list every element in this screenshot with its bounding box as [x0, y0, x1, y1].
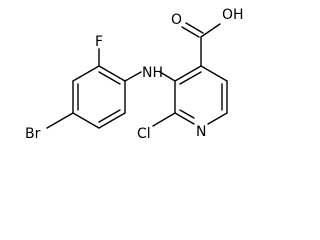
bond-n-c1prime — [124, 71, 142, 82]
bond-c5-c6-inner — [98, 109, 121, 123]
atom-label-f: F — [95, 34, 103, 50]
bond-c5-c6 — [98, 112, 126, 129]
bond-c3-n — [159, 71, 176, 82]
bond-c6-n — [207, 112, 228, 125]
bond-n-c2 — [174, 112, 195, 125]
bond-c1-c2 — [98, 65, 126, 82]
bond-c-o-double-b — [185, 22, 204, 34]
bond-c1-c2-inner — [98, 71, 121, 85]
bond-c2-c3 — [72, 65, 100, 82]
atom-label-nh: NH — [142, 65, 163, 81]
atom-label-oh: OH — [222, 7, 244, 23]
phenyl-ring — [72, 65, 126, 129]
bond-c4-c5 — [200, 65, 228, 82]
pyridine-ring — [174, 65, 228, 125]
bond-c-o-double-a — [181, 26, 200, 38]
atom-label-n: N — [196, 124, 206, 140]
bond-c3-c4-inner — [179, 71, 202, 85]
bond-c-oh — [200, 23, 221, 38]
atom-label-o: O — [171, 12, 182, 28]
bond-n-c2-inner — [179, 109, 195, 119]
atom-label-br: Br — [25, 126, 41, 142]
bond-c4-br — [46, 112, 74, 129]
atom-label-cl: Cl — [137, 126, 151, 142]
structure-diagram: OH O NH F Br Cl N — [25, 7, 244, 142]
bond-c2-cl — [152, 112, 176, 127]
carboxylic-acid-group — [181, 22, 221, 67]
bond-c4-c5 — [72, 112, 100, 129]
bond-c3-c4 — [174, 65, 202, 82]
amine-linker — [124, 71, 176, 82]
